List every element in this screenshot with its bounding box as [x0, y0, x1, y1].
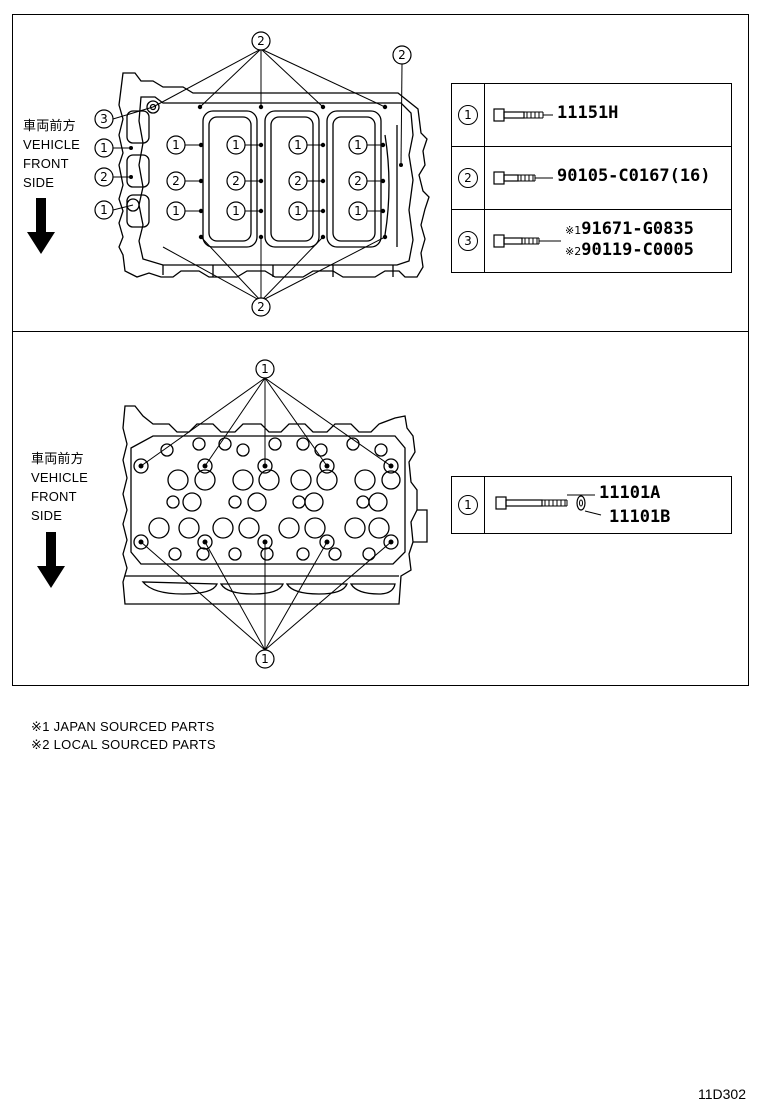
callout-3-left: 3	[100, 112, 108, 126]
part-number: 11151H	[557, 103, 619, 123]
callout-1-row1: 1	[354, 138, 362, 152]
illustration-reference-code: 11D302	[697, 1086, 746, 1102]
bolt-icon	[493, 234, 561, 248]
direction-label-line3: SIDE	[31, 508, 63, 523]
callout-2-row2: 2	[294, 174, 302, 188]
callout-2-row2: 2	[354, 174, 362, 188]
bottom-parts-legend: 1 11101A 11101B	[451, 476, 732, 534]
callout-1-row3: 1	[354, 204, 362, 218]
direction-label-line1: VEHICLE	[31, 470, 89, 485]
bolt-icon	[493, 108, 553, 122]
bolt-icon	[493, 171, 553, 185]
part-number: 11101A	[599, 483, 661, 503]
callout-1-row1: 1	[172, 138, 180, 152]
footnote-local: ※2 LOCAL SOURCED PARTS	[31, 737, 216, 752]
callout-1-row1: 1	[232, 138, 240, 152]
legend-row-1: 1 11151H	[451, 83, 732, 147]
callout-2-left: 2	[100, 170, 108, 184]
legend-row-2: 2 90105-C0167(16)	[451, 146, 732, 210]
direction-label-line3: SIDE	[23, 175, 55, 190]
part-number: 90105-C0167(16)	[557, 166, 711, 186]
part-number-value: 90119-C0005	[581, 240, 694, 260]
part-number-local: ※290119-C0005	[565, 240, 694, 260]
bottom-panel: 車両前方 VEHICLE FRONT SIDE	[12, 331, 749, 686]
top-parts-legend: 1 11151H 2 90105-C0167(	[451, 83, 732, 273]
top-panel: 車両前方 VEHICLE FRONT SIDE	[12, 14, 749, 332]
callout-2-top: 2	[257, 34, 265, 48]
footnote-marker: ※1	[565, 224, 582, 237]
legend-number: 1	[458, 495, 478, 515]
part-number-jp: ※191671-G0835	[565, 219, 694, 239]
legend-row-1: 1 11101A 11101B	[451, 476, 732, 534]
cam-housing-diagram: 2 2 2 3 1 2 1 1 1 1 1 2 2 2 2 1 1 1 1	[94, 31, 430, 317]
legend-number: 2	[458, 168, 478, 188]
legend-number: 3	[458, 231, 478, 251]
callout-1-left-b: 1	[100, 203, 108, 217]
footnote-japan: ※1 JAPAN SOURCED PARTS	[31, 719, 215, 734]
cylinder-head-diagram: 1 1	[122, 359, 428, 669]
vehicle-front-side-label: 車両前方 VEHICLE FRONT SIDE	[31, 449, 88, 525]
direction-label-line2: FRONT	[31, 489, 77, 504]
callout-1-row3: 1	[172, 204, 180, 218]
front-direction-arrow-icon	[37, 532, 65, 588]
callout-1-row1: 1	[294, 138, 302, 152]
direction-label-jp: 車両前方	[31, 451, 84, 466]
legend-number: 1	[458, 105, 478, 125]
direction-label-line2: FRONT	[23, 156, 69, 171]
part-number-value: 91671-G0835	[581, 219, 694, 239]
direction-label-jp: 車両前方	[23, 118, 76, 133]
callout-1-left-a: 1	[100, 141, 108, 155]
legend-row-3: 3 ※191671-G0835 ※290119-C0005	[451, 209, 732, 273]
part-number: 11101B	[609, 507, 671, 527]
callout-1-top: 1	[261, 362, 269, 376]
callout-1-row3: 1	[294, 204, 302, 218]
footnote-marker: ※2	[565, 245, 582, 258]
callout-1-bottom: 1	[261, 652, 269, 666]
callout-2-bottom: 2	[257, 300, 265, 314]
front-direction-arrow-icon	[27, 198, 55, 254]
direction-label-line1: VEHICLE	[23, 137, 81, 152]
head-bolt-with-washer-icon	[495, 494, 602, 516]
callout-1-row3: 1	[232, 204, 240, 218]
callout-2-row2: 2	[172, 174, 180, 188]
vehicle-front-side-label: 車両前方 VEHICLE FRONT SIDE	[23, 116, 80, 192]
callout-2-right: 2	[398, 48, 406, 62]
callout-2-row2: 2	[232, 174, 240, 188]
